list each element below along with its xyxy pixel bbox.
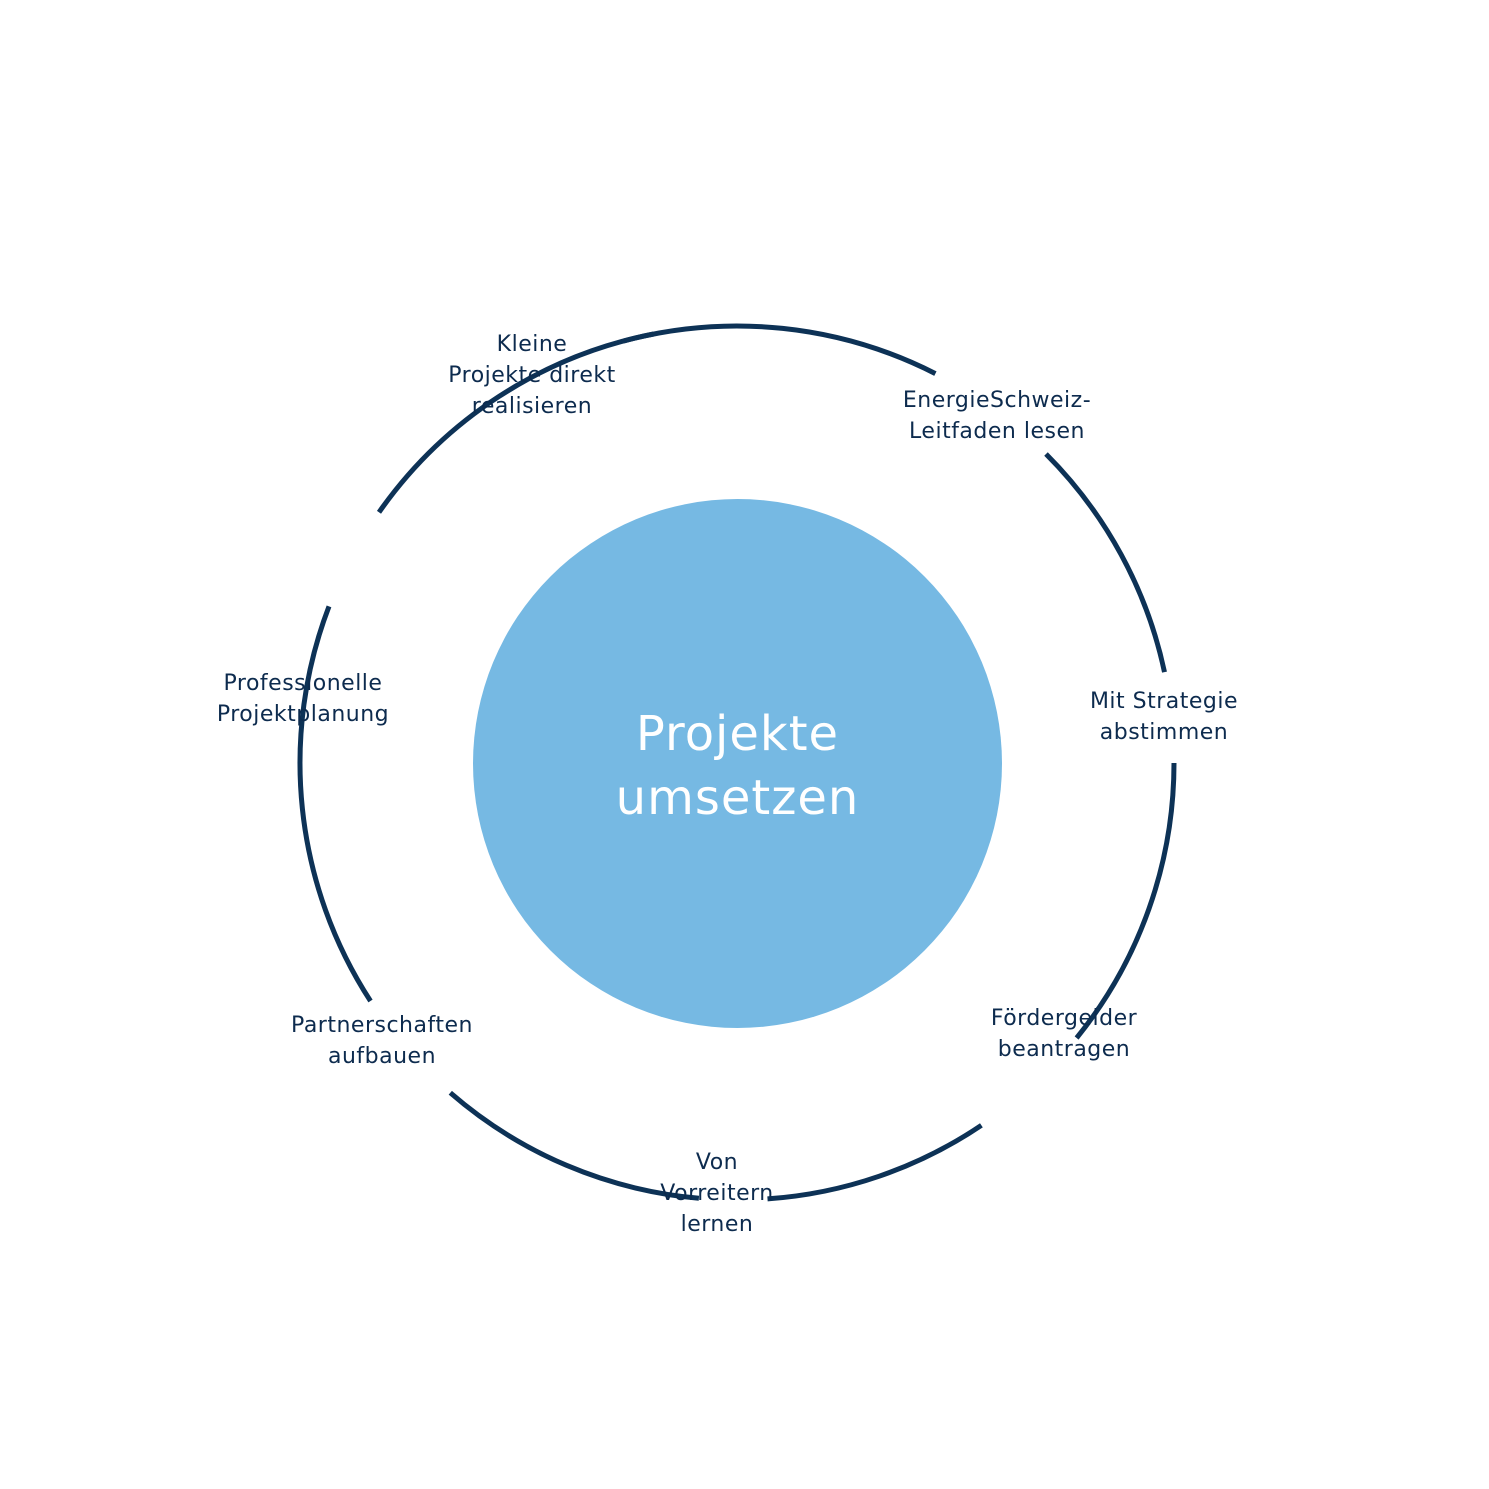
ring-arc-segment-2: [1044, 452, 1167, 673]
step-label-line: beantragen: [997, 1037, 1131, 1062]
step-label-line: Kleine: [496, 332, 568, 357]
center-circle: Projekte umsetzen: [473, 499, 1002, 1028]
step-label-partnerschaften: Partnerschaften aufbauen: [252, 1010, 512, 1072]
ring-arc-segment-3: [1074, 762, 1177, 1040]
center-title: Projekte umsetzen: [616, 702, 860, 830]
step-label-line: Leitfaden lesen: [909, 419, 1085, 444]
step-label-line: aufbauen: [327, 1044, 437, 1069]
center-title-line-2: umsetzen: [615, 769, 860, 826]
step-label-line: Partnerschaften: [291, 1013, 473, 1038]
ring-arc-segment-1: [623, 323, 937, 376]
ring-arc-segment-5: [448, 1090, 700, 1201]
step-label-line: realisieren: [471, 394, 593, 419]
step-label-foerdergelder: Fördergelder beantragen: [934, 1003, 1194, 1065]
step-label-line: lernen: [680, 1212, 754, 1237]
step-label-line: Von: [695, 1150, 739, 1175]
step-label-projektplanung: Professionelle Projektplanung: [173, 668, 433, 730]
ring-arc-segment-6: [297, 605, 373, 1003]
ring-arc-segment-4: [767, 1123, 983, 1202]
step-label-line: Projekte direkt: [448, 363, 616, 388]
step-label-vorreiter: Von Vorreitern lernen: [587, 1147, 847, 1240]
step-label-strategie: Mit Strategie abstimmen: [1034, 686, 1294, 748]
ring-arc-segment-7: [376, 331, 655, 514]
step-label-line: abstimmen: [1099, 720, 1229, 745]
step-label-line: Projektplanung: [216, 702, 390, 727]
step-label-line: Fördergelder: [990, 1006, 1138, 1031]
step-label-leitfaden: EnergieSchweiz- Leitfaden lesen: [867, 385, 1127, 447]
step-label-line: Mit Strategie: [1089, 689, 1239, 714]
step-label-line: EnergieSchweiz-: [902, 388, 1092, 413]
step-label-kleine-projekte: Kleine Projekte direkt realisieren: [402, 329, 662, 422]
step-label-line: Professionelle: [223, 671, 383, 696]
step-label-line: Vorreitern: [660, 1181, 774, 1206]
center-title-line-1: Projekte: [635, 705, 840, 762]
